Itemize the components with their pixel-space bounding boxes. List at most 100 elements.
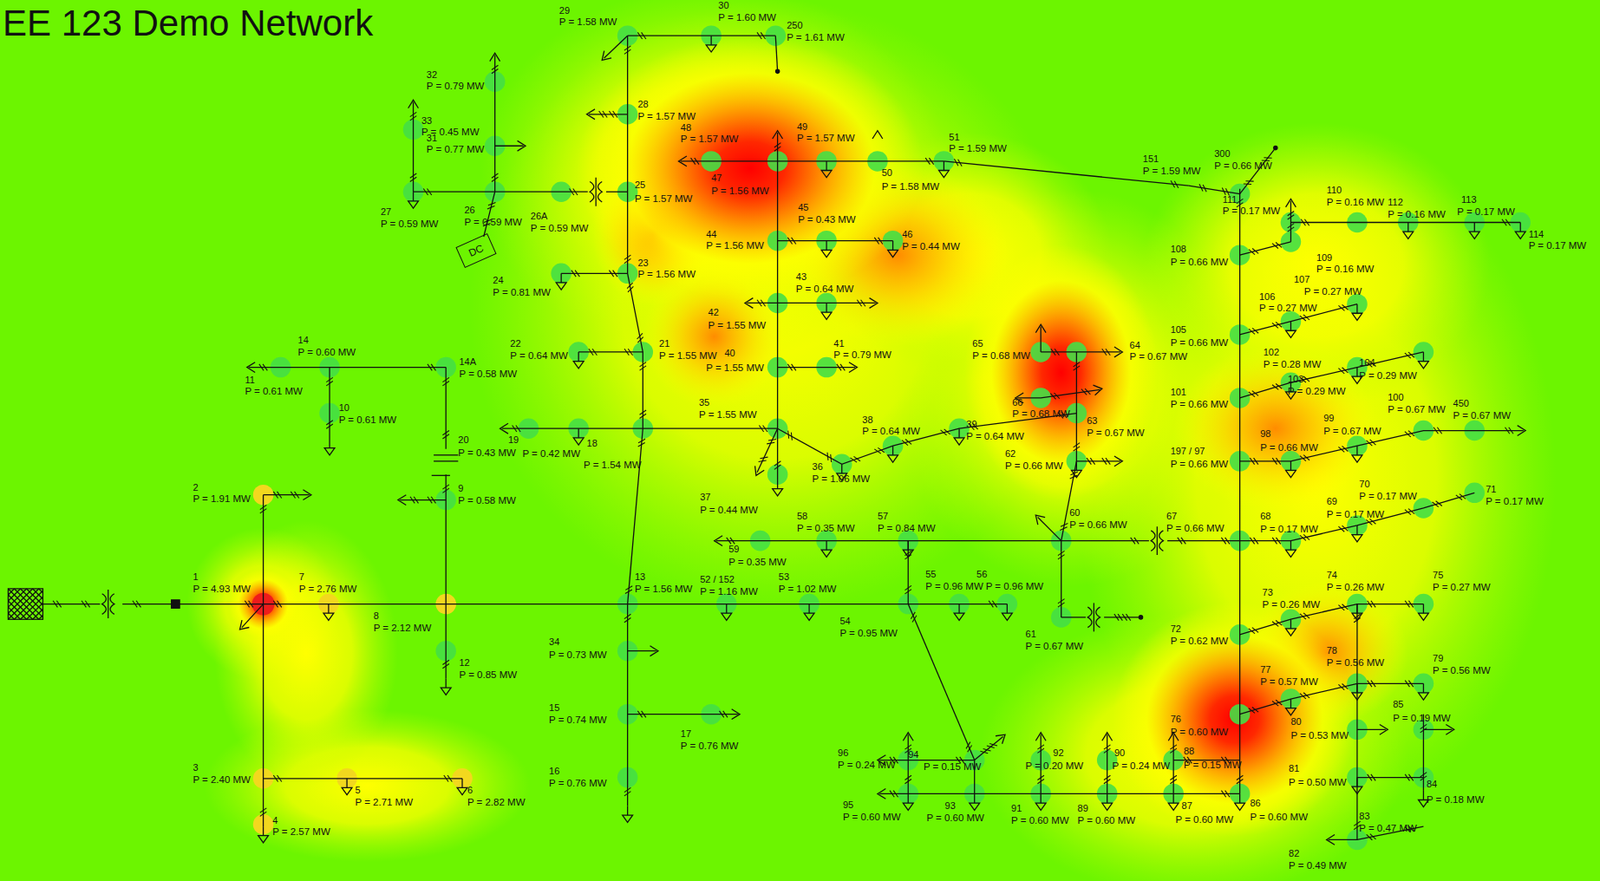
bus-number-label: 11 (244, 375, 255, 386)
line-tick (1508, 427, 1514, 435)
bus-power-label: P = 0.57 MW (1260, 677, 1319, 688)
load-symbol (440, 687, 451, 695)
transformer-symbol (598, 181, 603, 203)
load-stub (958, 428, 960, 438)
bus-power-label: P = 0.50 MW (1288, 777, 1347, 789)
load-stub (777, 479, 778, 490)
load-stub (808, 604, 810, 614)
load-stub (1006, 604, 1008, 614)
line-tick (1174, 181, 1178, 189)
transmission-line (1239, 189, 1241, 795)
bus-power-label: P = 0.19 MW (1392, 713, 1451, 725)
bus-power-label: P = 0.64 MW (796, 284, 855, 295)
transmission-line (1356, 604, 1358, 841)
line-tick (1303, 613, 1310, 619)
load-symbol (1351, 455, 1363, 463)
bus-power-label: P = 1.59 MW (948, 143, 1007, 155)
line-tick (904, 778, 912, 784)
load-stub (461, 778, 463, 789)
line-tick (442, 488, 450, 493)
transformer-symbol (1150, 530, 1156, 552)
line-tick (1105, 348, 1111, 356)
flow-arrow (1326, 835, 1335, 846)
bus-power-label: P = 0.79 MW (833, 350, 892, 361)
line-tick (431, 364, 436, 372)
bus-number-label: 48 (680, 123, 692, 133)
bus-number-label: 84 (1426, 779, 1437, 790)
bus-number-label: 76 (1170, 714, 1182, 725)
load-stub (1407, 222, 1409, 233)
bus-number-label: 83 (1358, 811, 1370, 822)
line-tick (624, 258, 632, 263)
load-symbol (953, 437, 965, 445)
heat-blob (1112, 601, 1358, 837)
bus-power-label: P = 0.29 MW (1358, 371, 1418, 382)
line-tick (928, 157, 934, 165)
bus-power-label: P = 0.59 MW (380, 219, 439, 230)
load-stub (1290, 541, 1292, 551)
bus-power-label: P = 4.93 MW (192, 584, 251, 595)
line-tick (791, 364, 797, 372)
line-tick (774, 146, 782, 151)
bus-number-label: 29 (559, 6, 570, 16)
line-tick (791, 237, 797, 245)
bus-power-label: P = 0.28 MW (1263, 359, 1322, 371)
transmission-line (1240, 492, 1476, 541)
transmission-line (907, 604, 974, 761)
bus-number-label: 15 (548, 703, 560, 713)
bus-power-label: P = 0.74 MW (548, 715, 608, 726)
bus-power-label: P = 0.67 MW (1086, 428, 1145, 439)
bus-number-label: 85 (1392, 699, 1404, 710)
bus-number-label: 32 (426, 70, 438, 80)
bus-number-label: 12 (458, 658, 470, 668)
line-tick (1090, 457, 1095, 465)
line-tick (966, 742, 971, 750)
load-stub (1474, 222, 1476, 233)
bus-number-label: 57 (877, 511, 889, 522)
line-tick (1275, 321, 1282, 327)
line-tick (1252, 391, 1259, 397)
load-symbol (1234, 803, 1246, 810)
line-tick (953, 158, 958, 166)
line-tick (1126, 613, 1131, 621)
flow-arrow (678, 156, 686, 167)
flow-arrow (772, 130, 784, 139)
bus-power-label: P = 0.64 MW (862, 426, 921, 438)
bus-power-label: P = 1.56 MW (711, 186, 770, 197)
bus-number-label: 49 (796, 122, 808, 132)
bus-markers (252, 25, 1531, 850)
transformer-symbol (1087, 607, 1092, 628)
line-tick (1243, 182, 1252, 185)
bus-number-label: 58 (796, 511, 808, 522)
load-symbol (1403, 231, 1414, 239)
flow-arrow (1517, 425, 1526, 437)
bus-number-label: 22 (509, 339, 521, 349)
bus-number-label: 89 (1077, 803, 1089, 814)
load-stub (1290, 698, 1292, 709)
load-symbol (1071, 470, 1082, 477)
load-symbol (1418, 613, 1430, 621)
flow-arrow (601, 51, 612, 61)
network-wires (42, 35, 1523, 840)
line-tick (627, 286, 634, 293)
line-tick (1060, 522, 1068, 527)
load-symbol (1035, 803, 1046, 810)
transformer-bar (107, 589, 109, 619)
bus-number-label: 450 (1453, 398, 1470, 409)
transmission-line (1103, 616, 1141, 618)
transmission-line (746, 302, 876, 304)
line-tick (640, 365, 647, 371)
bus-power-label: P = 0.66 MW (1170, 338, 1229, 349)
bus-number-label: 62 (1005, 449, 1016, 459)
load-stub (346, 778, 347, 789)
load-stub (1423, 352, 1424, 362)
line-tick (1342, 367, 1349, 373)
bus-number-label: 19 (508, 435, 519, 445)
load-stub (1290, 461, 1292, 471)
transmission-line (413, 191, 588, 193)
line-tick (1199, 183, 1203, 191)
bus-number-label: 46 (901, 229, 913, 240)
bus-power-label: P = 1.60 MW (718, 13, 777, 24)
flow-arrow (650, 646, 659, 657)
